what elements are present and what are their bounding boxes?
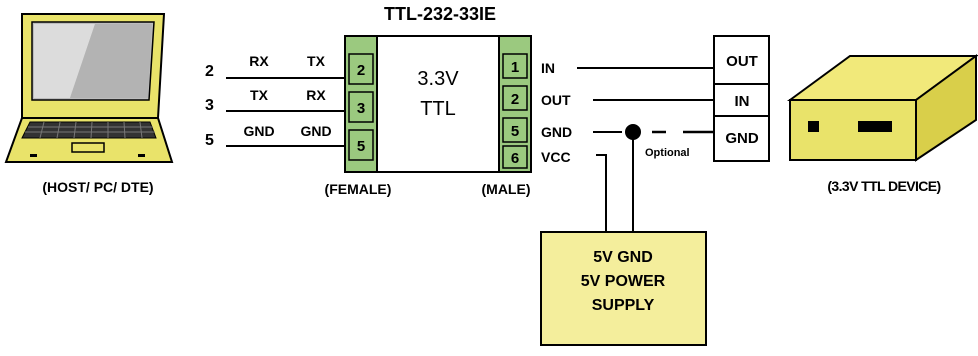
male-pin-6: 6	[511, 150, 519, 167]
female-label: (FEMALE)	[325, 181, 392, 197]
laptop-icon	[4, 13, 174, 163]
device-signal-tx: TX	[307, 53, 326, 69]
device-terminal-out: OUT	[726, 53, 758, 70]
signal-gnd: GND	[541, 124, 572, 140]
male-pin-1: 1	[511, 59, 519, 76]
power-supply-name: 5V POWER	[581, 273, 666, 290]
power-supply-name-2: SUPPLY	[592, 297, 655, 314]
converter-body	[376, 35, 500, 173]
male-connector	[498, 35, 532, 173]
power-supply-box	[540, 231, 707, 346]
host-signal-gnd: GND	[243, 123, 274, 139]
converter-title: TTL-232-33IE	[384, 4, 496, 24]
host-signal-rx: RX	[249, 53, 269, 69]
device-signal-rx: RX	[306, 87, 326, 103]
device-signal-gnd: GND	[300, 123, 331, 139]
female-pin-3: 3	[357, 100, 365, 117]
host-pin-2-number: 2	[205, 63, 214, 80]
device-terminal-in: IN	[735, 93, 750, 110]
female-connector	[344, 35, 378, 173]
host-caption: (HOST/ PC/ DTE)	[42, 179, 153, 195]
male-pin-2: 2	[511, 91, 519, 108]
device-caption: (3.3V TTL DEVICE)	[827, 178, 940, 194]
female-pin-2: 2	[357, 62, 365, 79]
host-pin-5-number: 5	[205, 132, 214, 149]
ttl-device-box-icon	[786, 54, 978, 162]
female-pin-5: 5	[357, 138, 365, 155]
host-pin-3-number: 3	[205, 97, 214, 114]
optional-label: Optional	[645, 147, 690, 159]
device-terminal-gnd: GND	[725, 130, 759, 147]
ground-junction-dot	[625, 124, 641, 140]
power-supply-terminals: 5V GND	[593, 249, 653, 266]
signal-vcc: VCC	[541, 149, 571, 165]
signal-out: OUT	[541, 92, 571, 108]
male-pin-5: 5	[511, 123, 519, 140]
converter-type: TTL	[420, 98, 456, 120]
device-terminal-block	[713, 35, 770, 162]
host-signal-tx: TX	[250, 87, 269, 103]
signal-in: IN	[541, 60, 555, 76]
converter-voltage: 3.3V	[417, 68, 459, 90]
male-label: (MALE)	[482, 181, 531, 197]
